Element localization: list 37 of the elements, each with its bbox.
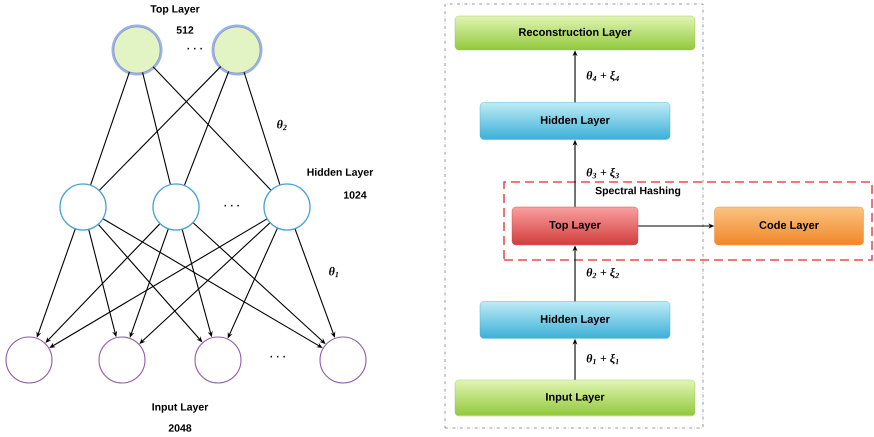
edge-label: θ$_{3}$ + ξ$_{3}$ [585,166,621,180]
neuron-circle [5,336,53,384]
connector-line [99,66,222,191]
dash-dot-frame [444,4,704,428]
connector-line [184,71,230,186]
layer-box: Hidden Layer [480,301,670,339]
connector-line [244,72,280,185]
edge-label: θ$_{2}$ + ξ$_{2}$ [585,266,621,280]
layer-box: Input Layer [454,380,696,416]
edge-label: θ$_{4}$ + ξ$_{4}$ [585,70,621,83]
layer-label: 1024 [344,191,367,199]
layer-label: Input Layer [152,403,208,413]
layer-label: 512 [176,26,194,34]
edge-label: θ$_{1}$ + ξ$_{1}$ [585,352,621,366]
layer-label: 2048 [168,424,192,432]
neuron-circle [263,183,311,231]
neuron-circle [319,336,367,384]
neuron-circle [152,183,200,231]
layer-label: Hidden Layer [307,168,374,178]
layer-label: · · · [270,356,285,358]
layer-label: Top Layer [150,5,200,15]
layer-box: Hidden Layer [480,102,670,140]
connector-line [90,72,130,185]
layer-box: Top Layer [512,206,638,246]
neuron-circle [112,24,162,76]
neuron-circle [212,24,262,76]
layer-box: Reconstruction Layer [454,16,696,50]
neuron-circle [98,336,146,384]
connector-line [152,66,272,190]
neuron-circle [194,336,242,384]
weight-label: θ$_{1}$ [329,266,338,278]
layer-box: Code Layer [714,206,864,246]
connector-line [142,72,171,184]
layer-label: · · · [188,48,202,50]
neuron-circle [59,183,107,231]
layer-label: · · · [224,204,239,206]
weight-label: θ$_{2}$ [277,120,287,130]
